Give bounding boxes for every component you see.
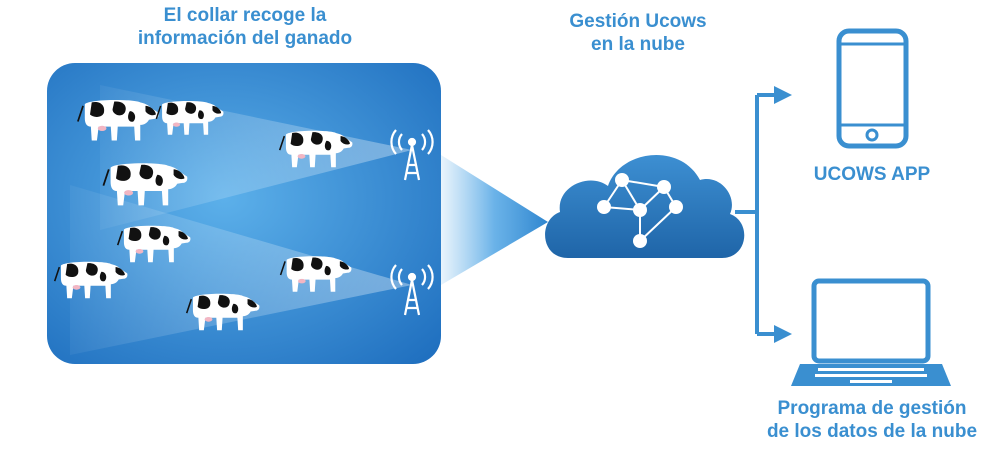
program-caption: Programa de gestión de los datos de la n… [742, 397, 999, 443]
cloud-network-icon [545, 155, 745, 258]
radio-tower-icon [390, 264, 434, 316]
cloud-caption-line-1: Gestión Ucows [569, 11, 707, 32]
app-caption-label: UCOWS APP [813, 164, 931, 185]
smartphone-icon [836, 28, 909, 149]
arrow-right-icon [774, 86, 792, 104]
app-caption: UCOWS APP [792, 163, 952, 186]
collar-caption: El collar recoge la información del gana… [95, 4, 395, 50]
arrow-right-icon [774, 325, 792, 343]
collar-caption-line-1: El collar recoge la [163, 5, 327, 26]
data-transfer-funnel [441, 155, 548, 285]
radio-tower-icon [390, 129, 434, 181]
cloud-caption: Gestión Ucows en la nube [538, 10, 738, 56]
connector-lines [735, 93, 776, 336]
program-caption-line-1: Programa de gestión [777, 398, 967, 419]
cloud-caption-line-2: en la nube [591, 34, 685, 55]
program-caption-line-2: de los datos de la nube [766, 421, 978, 442]
collar-caption-line-2: información del ganado [137, 28, 353, 49]
laptop-icon [791, 278, 951, 386]
